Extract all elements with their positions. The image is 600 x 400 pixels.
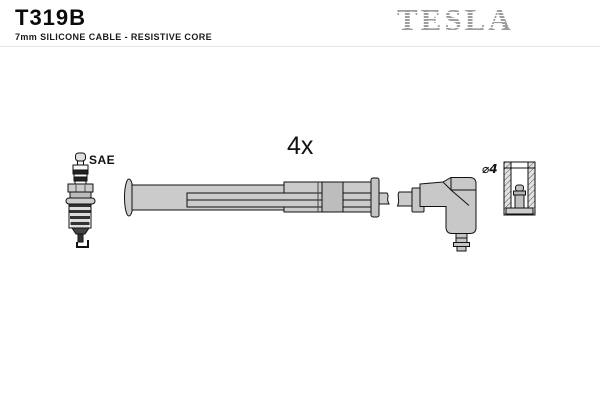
sae-terminal-label: SAE [89,153,116,167]
product-code: T319B [15,5,87,30]
elbow-boot-icon [396,177,477,252]
spark-plug-icon [65,152,96,248]
ignition-cable-icon [124,177,390,218]
product-subtitle: 7mm SILICONE CABLE - RESISTIVE CORE [15,32,213,42]
header-divider [0,46,600,47]
boot-sleeve-cutaway-icon [503,161,536,216]
diameter-label: ⌀4 [482,162,498,176]
quantity-label: 4x [287,132,314,160]
